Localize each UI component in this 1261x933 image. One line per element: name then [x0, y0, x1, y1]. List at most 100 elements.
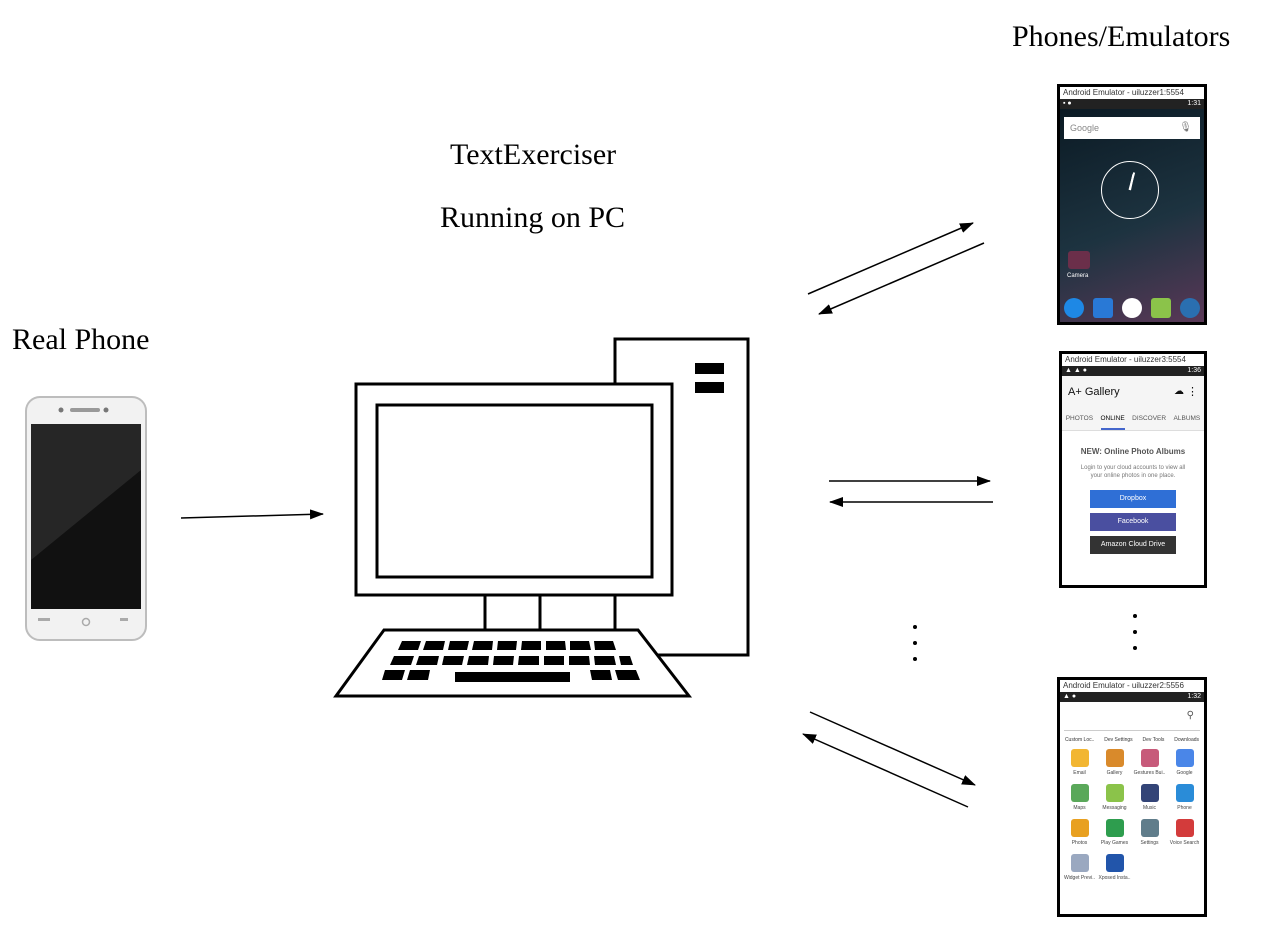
app-icon	[1175, 819, 1194, 837]
app-category: Downloads	[1174, 737, 1200, 743]
app-category: Dev Settings	[1104, 737, 1133, 743]
app-item: Photos	[1062, 819, 1097, 846]
app-item: Xposed Insta..	[1097, 854, 1132, 881]
gallery-body: NEW: Online Photo Albums Login to your c…	[1062, 431, 1204, 569]
app-label: Play Games	[1100, 840, 1129, 846]
more-icon: ⋮	[1187, 386, 1198, 398]
apps-icon	[1121, 298, 1142, 318]
app-icon	[1140, 784, 1159, 802]
app-icon	[1105, 854, 1124, 872]
app-icon	[1070, 784, 1089, 802]
emulator-2-screen: Android Emulator - uiluzzer3:5554 ▲ ▲ ● …	[1059, 351, 1207, 588]
app-categories: Custom Loc.. Dev Settings Dev Tools Downloa…	[1060, 737, 1204, 743]
app-label: Voice Search	[1169, 840, 1200, 846]
mic-icon: 🎙	[1179, 122, 1192, 133]
camera-label: Camera	[1067, 273, 1089, 279]
facebook-button: Facebook	[1090, 513, 1176, 531]
arrows-pc-emulator1	[807, 222, 985, 315]
title-line1: TextExerciser	[450, 138, 617, 171]
app-icon	[1105, 784, 1124, 802]
arrows-pc-emulator3	[802, 711, 976, 808]
notification-icons: ▲ ▲ ●	[1065, 367, 1087, 374]
app-label: Music	[1142, 805, 1157, 811]
gallery-tab-online: ONLINE	[1100, 408, 1125, 430]
online-albums-heading: NEW: Online Photo Albums	[1080, 447, 1186, 456]
app-label: Google	[1176, 770, 1193, 776]
app-label: Widget Previ..	[1063, 875, 1096, 881]
arrows-pc-emulator2	[829, 476, 993, 507]
analog-clock	[1101, 161, 1159, 219]
app-item: Music	[1132, 784, 1167, 811]
app-label: Messaging	[1102, 805, 1127, 811]
online-albums-subtext: Login to your cloud accounts to view all…	[1080, 465, 1186, 479]
amazon-cloud-drive-button: Amazon Cloud Drive	[1090, 536, 1176, 554]
browser-icon	[1179, 298, 1200, 318]
status-time: 1:36	[1187, 367, 1201, 374]
emulator-3-titlebar: Android Emulator - uiluzzer2:5556	[1060, 680, 1204, 692]
app-icon	[1105, 819, 1124, 837]
app-item: Voice Search	[1167, 819, 1202, 846]
emulator-2-titlebar: Android Emulator - uiluzzer3:5554	[1062, 354, 1204, 366]
dock	[1060, 298, 1204, 318]
gallery-tabs: PHOTOS ONLINE DISCOVER ALBUMS	[1062, 408, 1204, 431]
app-label: Phone	[1177, 805, 1192, 811]
app-label: Xposed Insta..	[1098, 875, 1131, 881]
dropbox-button: Dropbox	[1090, 490, 1176, 508]
phone-icon	[1064, 298, 1085, 318]
app-label: Email	[1073, 770, 1086, 776]
app-item: Gestures Bui..	[1132, 749, 1167, 776]
emulator-1-screen: Android Emulator - uiluzzer1:5554 ▪ ● 1:…	[1057, 84, 1207, 325]
cloud-icon: ☁	[1174, 386, 1184, 397]
app-search-box: ⚲	[1064, 706, 1200, 731]
gallery-tab-albums: ALBUMS	[1173, 415, 1201, 422]
app-icon	[1175, 749, 1194, 767]
emulator-1-statusbar: ▪ ● 1:31	[1060, 99, 1204, 109]
app-item: Play Games	[1097, 819, 1132, 846]
pc-monitor	[354, 382, 674, 637]
app-icon	[1175, 784, 1194, 802]
app-icon	[1105, 749, 1124, 767]
status-time: 1:32	[1187, 693, 1201, 700]
gallery-appbar: A+ Gallery ☁ ⋮	[1062, 376, 1204, 408]
title-line2: Running on PC	[440, 201, 626, 234]
app-item: Email	[1062, 749, 1097, 776]
app-item: Widget Previ..	[1062, 854, 1097, 881]
app-icon	[1140, 819, 1159, 837]
app-item: Messaging	[1097, 784, 1132, 811]
app-label: Gestures Bui..	[1133, 770, 1166, 776]
messaging-icon	[1150, 298, 1171, 318]
ellipsis-dots-center	[913, 625, 919, 673]
app-icon	[1070, 819, 1089, 837]
gallery-tab-photos: PHOTOS	[1065, 415, 1094, 422]
ellipsis-dots-right	[1133, 614, 1139, 662]
pc-keyboard	[333, 628, 693, 698]
home-screen: Google 🎙 Camera	[1060, 109, 1204, 322]
search-icon: ⚲	[1186, 710, 1194, 721]
search-placeholder: Google	[1070, 123, 1100, 133]
contacts-icon	[1093, 298, 1114, 318]
gallery-tab-discover: DISCOVER	[1132, 415, 1167, 422]
real-phone-icon	[25, 396, 147, 641]
app-icon	[1070, 749, 1089, 767]
real-phone-label: Real Phone	[12, 323, 150, 356]
app-category: Custom Loc..	[1064, 737, 1095, 743]
app-label: Settings	[1140, 840, 1159, 846]
arrow-phone-to-pc	[180, 509, 324, 520]
app-item: Gallery	[1097, 749, 1132, 776]
notification-icons: ▪ ●	[1063, 100, 1072, 107]
emulator-3-statusbar: ▲ ● 1:32	[1060, 692, 1204, 702]
notification-icons: ▲ ●	[1063, 693, 1077, 700]
app-title: A+ Gallery	[1068, 386, 1120, 398]
camera-icon	[1068, 251, 1090, 269]
emulator-2-statusbar: ▲ ▲ ● 1:36	[1062, 366, 1204, 376]
app-item: Google	[1167, 749, 1202, 776]
app-category: Dev Tools	[1142, 737, 1165, 743]
app-icon	[1070, 854, 1089, 872]
app-item: Settings	[1132, 819, 1167, 846]
app-icon	[1140, 749, 1159, 767]
app-item: Maps	[1062, 784, 1097, 811]
app-label: Maps	[1073, 805, 1086, 811]
google-search-bar: Google 🎙	[1064, 117, 1200, 139]
